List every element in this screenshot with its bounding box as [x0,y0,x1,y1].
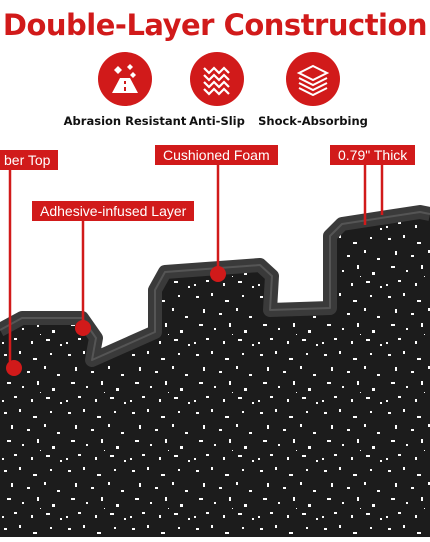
wavy-lines-icon [190,52,244,106]
mat-cross-section [0,130,430,537]
callout-adhesive-layer: Adhesive-infused Layer [32,201,195,221]
feature-anti-slip: Anti-Slip [152,52,282,128]
stacked-layers-icon [286,52,340,106]
marker-dot [6,360,22,376]
feature-label: Anti-Slip [189,114,245,128]
callout-rubber-top: ber Top [0,150,59,170]
feature-label: Shock-Absorbing [258,114,368,128]
marker-dot [75,320,91,336]
marker-dot [210,266,226,282]
feature-shock-absorbing: Shock-Absorbing [248,52,378,128]
feature-label: Abrasion Resistant [63,114,187,128]
callout-thickness: 0.79" Thick [330,145,416,165]
page-title: Double-Layer Construction [2,8,428,42]
mat-illustration [0,130,430,537]
feature-abrasion-resistant: Abrasion Resistant [60,52,190,128]
callout-cushioned-foam: Cushioned Foam [155,145,278,165]
diamond-road-icon [98,52,152,106]
